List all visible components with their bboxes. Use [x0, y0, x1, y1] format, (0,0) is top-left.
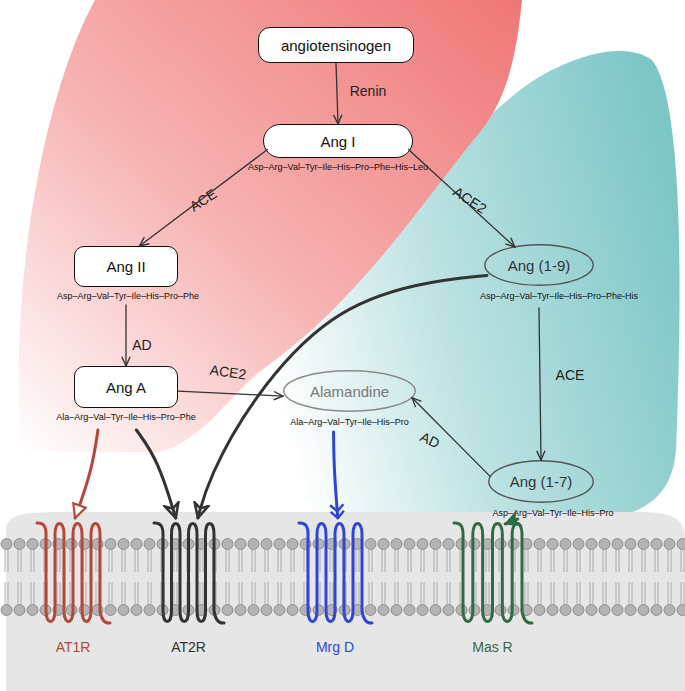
- peptide-sequence: Ala–Arg–Val–Tyr–Ile–His–Pro–Phe: [56, 412, 195, 422]
- ellipse-shape: [284, 371, 415, 411]
- peptide-ellipse: Ang (1-9)Asp–Arg–Val–Tyr–Ile–His–Pro–Phe…: [484, 244, 594, 286]
- ellipse-shape: [485, 245, 593, 285]
- receptor-helix: [38, 520, 108, 625]
- receptor-label: Mas R: [472, 639, 512, 655]
- reaction-arrow: [140, 150, 268, 247]
- peptide-sequence: Asp–Arg–Val–Tyr–Ile–His–Pro: [493, 508, 614, 518]
- receptor: Mas R: [455, 520, 530, 625]
- reaction-arrow: [336, 63, 338, 124]
- node-title: Ang (1-9): [484, 244, 594, 286]
- transmembrane-helix: [299, 523, 372, 623]
- binding-arrow: [198, 276, 487, 519]
- receptor-label: Mrg D: [316, 639, 354, 655]
- node-title: Ang II: [75, 247, 177, 286]
- peptide-box: Ang IAsp–Arg–Val–Tyr–Ile–His–Pro–Phe–His…: [263, 124, 413, 158]
- binding-arrow: [75, 430, 98, 518]
- reaction-arrow: [125, 305, 126, 366]
- binding-arrow: [136, 430, 175, 518]
- peptide-sequence: Asp–Arg–Val–Tyr–Ile–His–Pro–Phe: [57, 291, 199, 301]
- transmembrane-helix: [154, 523, 224, 623]
- enzyme-label: AD: [132, 337, 151, 353]
- peptide-box: angiotensinogen: [258, 27, 414, 63]
- enzyme-label: AD: [418, 429, 442, 452]
- peptide-ellipse: Ang (1-7)Asp–Arg–Val–Tyr–Ile–His–Pro: [488, 460, 594, 503]
- enzyme-label: ACE: [187, 185, 220, 214]
- receptor: Mrg D: [300, 520, 370, 625]
- reaction-arrow: [178, 391, 283, 396]
- peptide-sequence: Asp–Arg–Val–Tyr–Ile–His–Pro–Phe–His–Leu: [248, 162, 428, 172]
- receptor: AT1R: [38, 520, 108, 625]
- transmembrane-helix: [454, 523, 532, 623]
- receptor-helix: [300, 520, 370, 625]
- binding-arrow: [505, 519, 517, 524]
- receptor-label: AT1R: [56, 639, 91, 655]
- enzyme-label: Renin: [350, 83, 387, 99]
- receptor-label: AT2R: [171, 639, 206, 655]
- receptor-helix: [155, 520, 222, 625]
- receptor-helix: [455, 520, 530, 625]
- receptor: AT2R: [155, 520, 222, 625]
- peptide-sequence: Ala–Arg–Val–Tyr–Ile–His–Pro: [290, 417, 408, 427]
- reaction-arrow: [409, 150, 515, 247]
- ellipse-shape: [489, 461, 593, 502]
- reaction-arrow: [412, 398, 490, 477]
- enzyme-label: ACE2: [450, 183, 489, 216]
- node-title: Ang (1-7): [488, 460, 594, 503]
- node-title: Ang A: [75, 367, 177, 407]
- binding-arrow: [334, 432, 338, 518]
- reaction-arrow: [539, 308, 541, 460]
- enzyme-label: ACE2: [209, 362, 247, 383]
- peptide-box: Ang IIAsp–Arg–Val–Tyr–Ile–His–Pro–Phe: [74, 246, 178, 287]
- transmembrane-helix: [37, 523, 110, 623]
- peptide-box: Ang AAla–Arg–Val–Tyr–Ile–His–Pro–Phe: [74, 366, 178, 408]
- ace-region: [19, 0, 522, 452]
- peptide-ellipse: AlamandineAla–Arg–Val–Tyr–Ile–His–Pro: [283, 370, 416, 412]
- node-title: Alamandine: [283, 370, 416, 412]
- peptide-sequence: Asp–Arg–Val–Tyr–Ile–His–Pro–Phe-His: [480, 291, 638, 301]
- enzyme-label: ACE: [556, 367, 585, 383]
- node-title: Ang I: [264, 125, 412, 157]
- node-title: angiotensinogen: [259, 28, 413, 62]
